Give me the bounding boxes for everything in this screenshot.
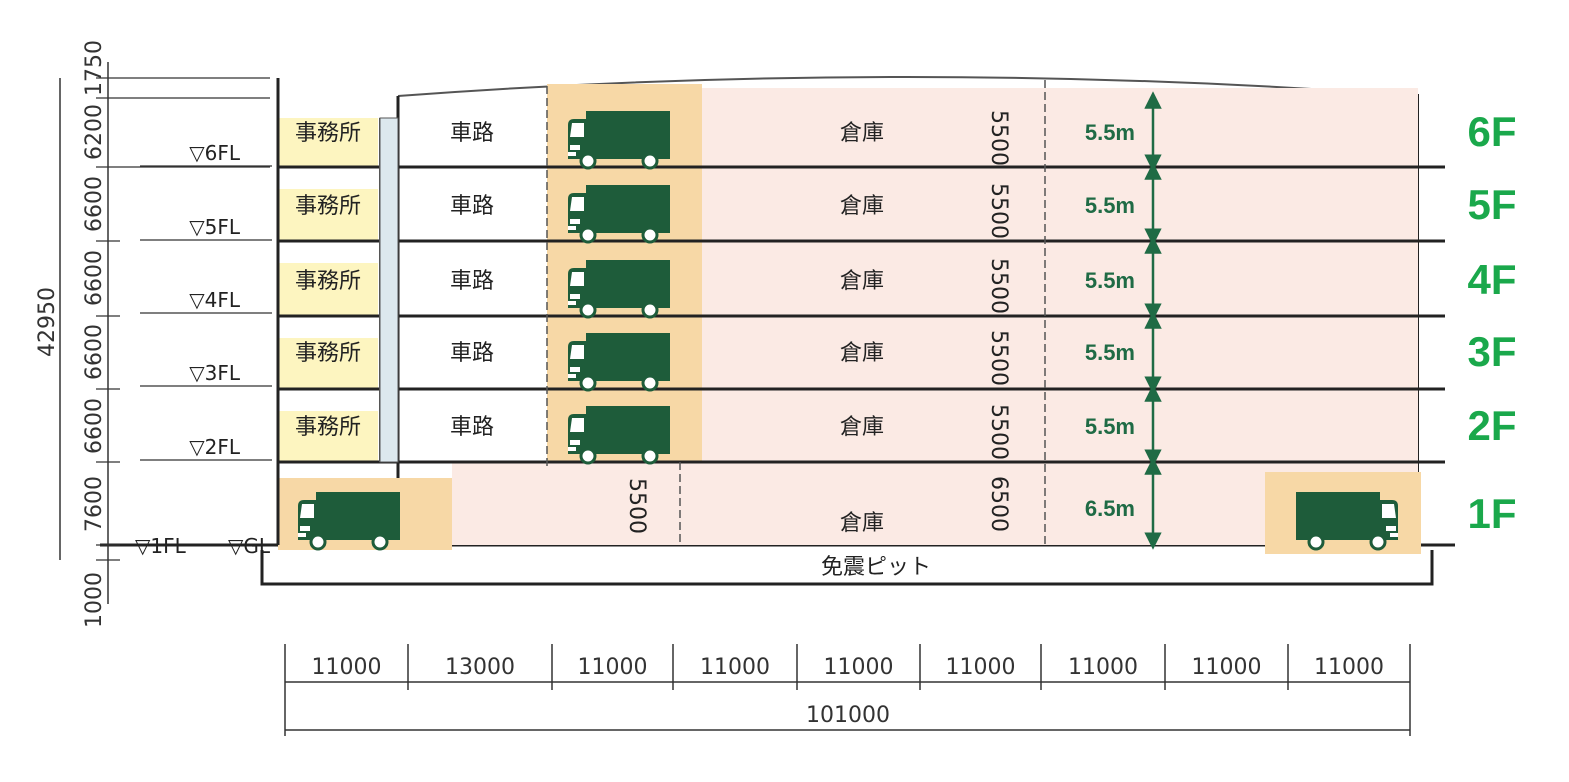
storey-height-dimensions: 42950 1750 6200 6600 6600 6600 6600 7600 1000 ▽6F… <box>35 40 272 628</box>
warehouse-zone-1f <box>452 462 1418 545</box>
bay-width: 11000 <box>578 655 648 680</box>
storey-height: 6600 <box>82 250 107 306</box>
clear-height-label: 5.5m <box>1085 268 1135 293</box>
bay-width: 11000 <box>1314 655 1384 680</box>
storey-height: 1000 <box>82 572 107 628</box>
road-label: 車路 <box>450 269 494 294</box>
clear-height-label: 5.5m <box>1085 193 1135 218</box>
floor-level-label: ▽2FL <box>189 435 241 459</box>
bay-width: 11000 <box>312 655 382 680</box>
floor-level-label: ▽1FL <box>135 534 187 558</box>
ceiling-height-label: 5500 <box>986 110 1011 166</box>
ceiling-height-label: 6500 <box>986 476 1011 532</box>
floor-level-label: ▽6FL <box>189 141 241 165</box>
warehouse-label: 倉庫 <box>840 269 884 294</box>
warehouse-label: 倉庫 <box>840 121 884 146</box>
road-label: 車路 <box>450 194 494 219</box>
office-label: 事務所 <box>295 121 361 146</box>
storey-height: 6600 <box>82 176 107 232</box>
floor-label: 2F <box>1467 402 1516 449</box>
road-label: 車路 <box>450 121 494 146</box>
bay-width: 11000 <box>700 655 770 680</box>
pit-base: 免震ピット <box>100 543 1455 586</box>
office-label: 事務所 <box>295 341 361 366</box>
warehouse-label: 倉庫 <box>840 511 884 536</box>
floor-level-label: ▽4FL <box>189 288 241 312</box>
stair-core <box>379 117 399 463</box>
storey-height: 6200 <box>82 104 107 160</box>
clear-height-label: 6.5m <box>1085 496 1135 521</box>
clear-height-label: 5.5m <box>1085 414 1135 439</box>
office-zone <box>278 338 378 389</box>
floor-label: 3F <box>1467 328 1516 375</box>
bay-width: 11000 <box>1068 655 1138 680</box>
warehouse-zone <box>702 389 1418 462</box>
office-label: 事務所 <box>295 194 361 219</box>
floor-level-label: ▽5FL <box>189 215 241 239</box>
bay-width: 11000 <box>946 655 1016 680</box>
pit-label: 免震ピット <box>821 555 931 580</box>
office-zone <box>278 118 378 167</box>
floor-level-label: ▽GL <box>228 534 271 558</box>
total-width: 101000 <box>806 703 890 728</box>
ceiling-height-label: 5500 <box>986 330 1011 386</box>
warehouse-label: 倉庫 <box>840 341 884 366</box>
floor-label: 1F <box>1467 490 1516 537</box>
clear-height-label: 5.5m <box>1085 120 1135 145</box>
clear-height-label: 5.5m <box>1085 340 1135 365</box>
office-zone <box>278 263 378 316</box>
bay-width-dimensions: 11000 13000 11000 11000 11000 11000 11000 11000… <box>284 644 1411 736</box>
ceiling-height-label: 5500 <box>986 404 1011 460</box>
road-label: 車路 <box>450 415 494 440</box>
office-zone <box>278 189 378 241</box>
storey-height: 7600 <box>82 476 107 532</box>
floor-level-label: ▽3FL <box>189 361 241 385</box>
warehouse-label: 倉庫 <box>840 415 884 440</box>
bay-width: 11000 <box>824 655 894 680</box>
floor-label: 5F <box>1467 181 1516 228</box>
side-ceiling-height-label: 5500 <box>624 478 649 534</box>
warehouse-zone <box>702 316 1418 389</box>
office-label: 事務所 <box>295 415 361 440</box>
warehouse-zone <box>702 241 1418 316</box>
warehouse-zone <box>702 88 1418 167</box>
total-height: 42950 <box>35 287 60 357</box>
office-label: 事務所 <box>295 269 361 294</box>
ceiling-height-label: 5500 <box>986 183 1011 239</box>
ceiling-height-label: 5500 <box>986 258 1011 314</box>
storey-height: 6600 <box>82 324 107 380</box>
floor-label: 4F <box>1467 256 1516 303</box>
road-label: 車路 <box>450 341 494 366</box>
bay-width: 11000 <box>1192 655 1262 680</box>
office-zone <box>278 411 378 462</box>
storey-height: 1750 <box>82 40 107 96</box>
warehouse-label: 倉庫 <box>840 194 884 219</box>
floor-zones <box>278 84 1421 554</box>
floor-label: 6F <box>1467 108 1516 155</box>
bay-width: 13000 <box>445 655 515 680</box>
storey-height: 6600 <box>82 398 107 454</box>
floor-slabs <box>276 78 1445 545</box>
warehouse-zone <box>702 167 1418 241</box>
